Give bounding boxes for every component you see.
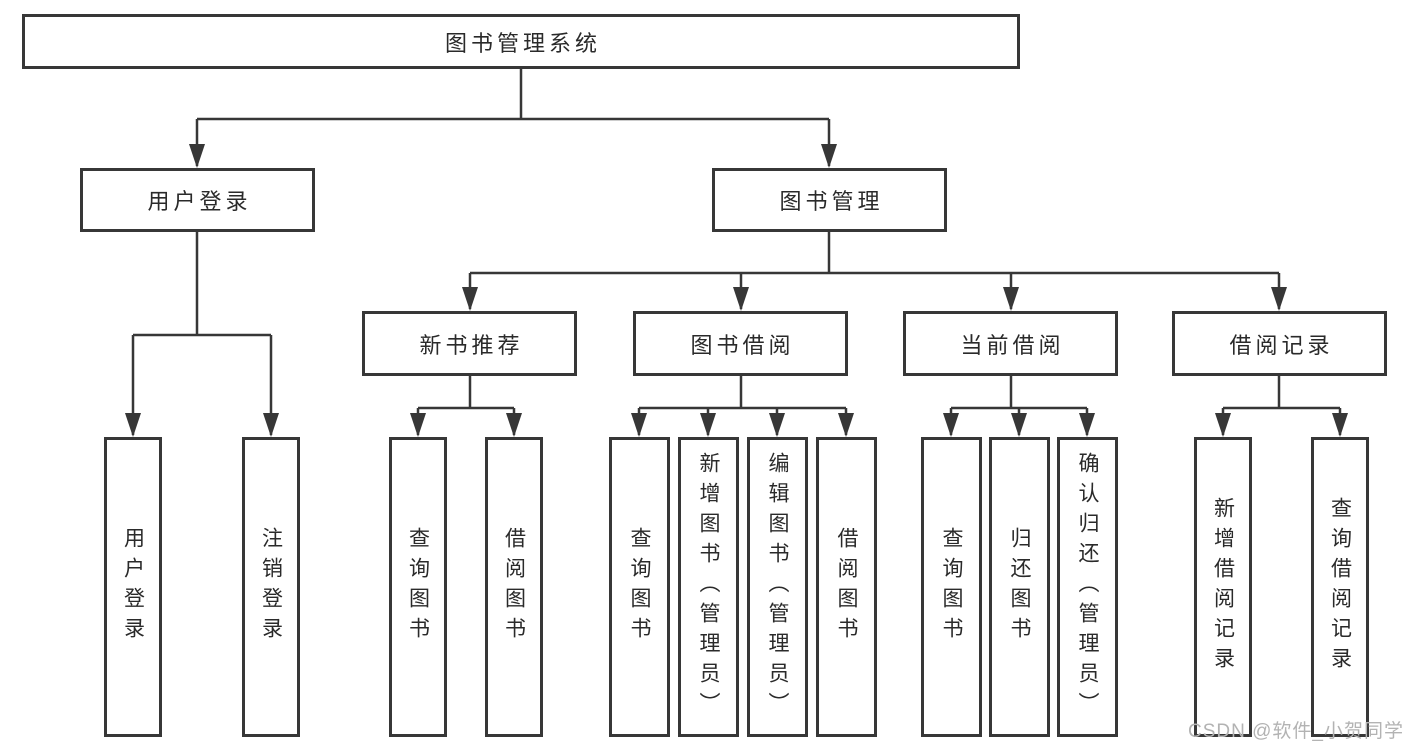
node-borrow-records: 借阅记录 <box>1172 311 1387 376</box>
connector-current-to-leaves <box>943 376 1095 437</box>
node-new-book-recommend: 新书推荐 <box>362 311 577 376</box>
connector-borrow-to-leaves <box>631 376 854 437</box>
leaf-confirm-return-admin: 确认归还（管理员） <box>1057 437 1118 737</box>
node-book-management: 图书管理 <box>712 168 947 232</box>
connector-history-to-leaves <box>1215 376 1348 437</box>
leaf-edit-books-admin: 编辑图书（管理员） <box>747 437 808 737</box>
leaf-query-books-borrow: 查询图书 <box>609 437 670 737</box>
node-current-borrow: 当前借阅 <box>903 311 1118 376</box>
connector-bookmgmt-to-level3 <box>462 232 1287 311</box>
connector-login-to-leaves <box>125 232 279 437</box>
csdn-watermark: CSDN @软件_小贺同学 <box>1188 721 1404 742</box>
leaf-borrow-books-recommend: 借阅图书 <box>485 437 543 737</box>
leaf-return-books: 归还图书 <box>989 437 1050 737</box>
node-book-borrow: 图书借阅 <box>633 311 848 376</box>
connector-root-to-level2 <box>189 68 837 168</box>
node-user-login: 用户登录 <box>80 168 315 232</box>
leaf-logout: 注销登录 <box>242 437 300 737</box>
leaf-user-login: 用户登录 <box>104 437 162 737</box>
leaf-add-books-admin: 新增图书（管理员） <box>678 437 739 737</box>
connector-newbooks-to-leaves <box>410 376 522 437</box>
leaf-query-books-current: 查询图书 <box>921 437 982 737</box>
leaf-borrow-books: 借阅图书 <box>816 437 877 737</box>
leaf-query-books-recommend: 查询图书 <box>389 437 447 737</box>
leaf-add-borrow-record: 新增借阅记录 <box>1194 437 1252 737</box>
leaf-query-borrow-record: 查询借阅记录 <box>1311 437 1369 737</box>
node-root-system: 图书管理系统 <box>22 14 1020 69</box>
